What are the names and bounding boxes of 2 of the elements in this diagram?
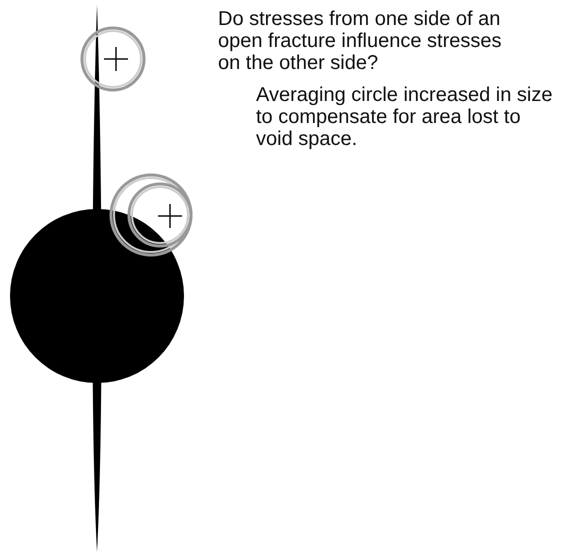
annotation-text: Do stresses from one side of an open fracture influence stresses on the other side?: [218, 8, 502, 74]
annotation-text: Averaging circle increased in size to compensate for area lost to void space.: [256, 84, 554, 150]
